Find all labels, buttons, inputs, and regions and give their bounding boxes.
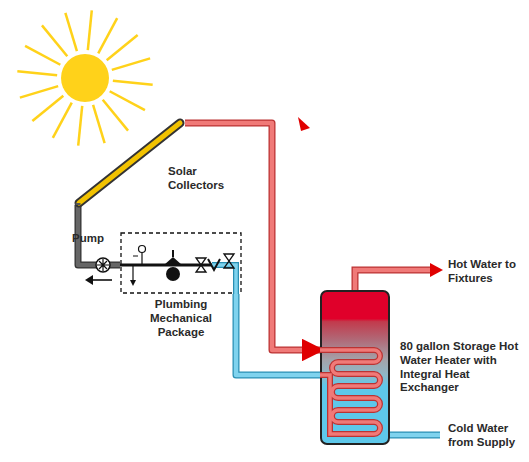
solar-collector-label: Solar Collectors: [168, 165, 238, 193]
pipe-outline: [236, 294, 320, 375]
outlet-label: Hot Water to Fixtures: [448, 258, 524, 286]
storage-tank-shape: [320, 290, 390, 445]
pump-flow-arrow: [85, 275, 112, 285]
pipe-fill: [236, 294, 320, 375]
pipe-connector: [236, 294, 320, 375]
solar-collector: Solar Collectors: [70, 115, 185, 205]
pump-label: Pump: [72, 232, 112, 246]
inlet-label: Cold Water from Supply: [448, 422, 524, 450]
plumbing-package-label: Plumbing Mechanical Package: [140, 298, 222, 339]
plumbing-package-shape: [120, 232, 242, 294]
cold-water-pipe: [390, 435, 440, 436]
flow-arrow: [298, 117, 310, 131]
pump-symbol: [96, 258, 110, 272]
solar-collector-shape: [70, 115, 185, 205]
storage-tank-label: 80 gallon Storage Hot Water Heater with …: [400, 340, 522, 395]
hot-water-pipe: [355, 263, 443, 290]
plumbing-package: Plumbing Mechanical Package: [120, 232, 242, 294]
sun: [17, 10, 152, 145]
storage-tank: 80 gallon Storage Hot Water Heater with …: [320, 290, 390, 445]
